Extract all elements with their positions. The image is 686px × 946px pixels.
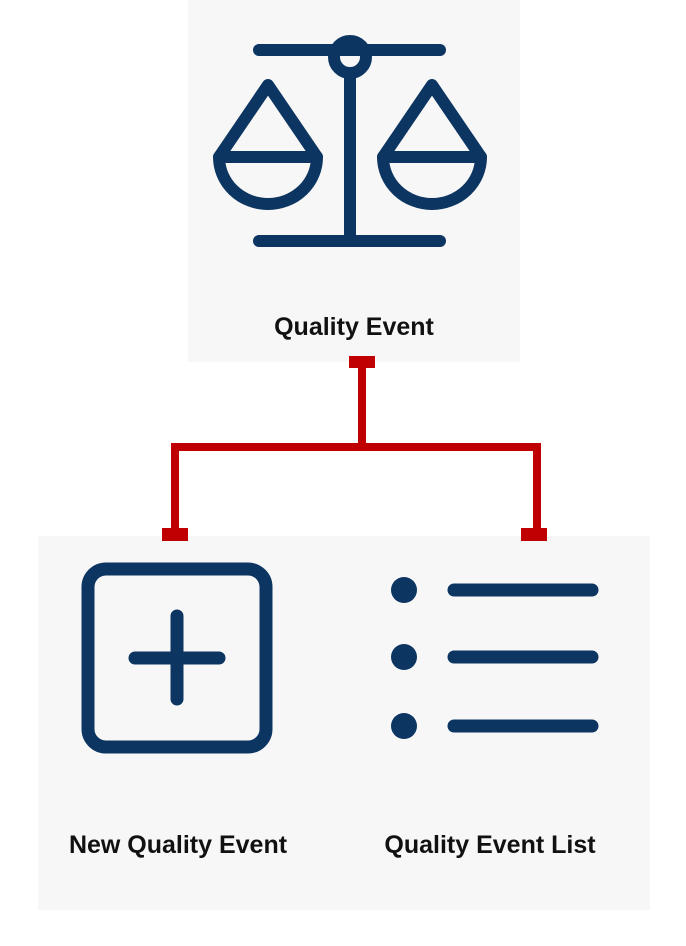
quality-event-list-label: Quality Event List <box>384 831 596 859</box>
connector-left-drop <box>171 443 179 533</box>
new-quality-event-label: New Quality Event <box>68 831 288 859</box>
connector-left-stub <box>162 528 188 541</box>
connector-branch <box>171 443 541 451</box>
connector-right-stub <box>521 528 547 541</box>
root-node-label: Quality Event <box>274 313 434 341</box>
connector-trunk <box>358 362 366 448</box>
connector-right-drop <box>533 443 541 533</box>
